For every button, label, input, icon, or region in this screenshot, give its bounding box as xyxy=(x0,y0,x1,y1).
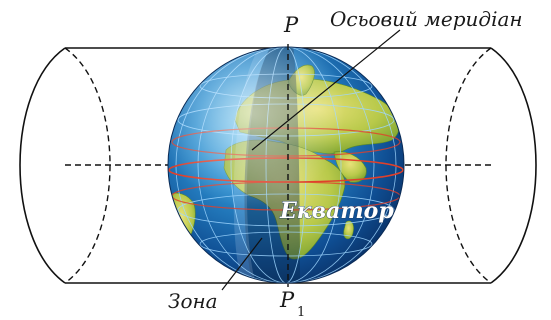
globe-highlight xyxy=(168,47,404,283)
globe-outline xyxy=(167,46,405,284)
south-pole-subscript: 1 xyxy=(297,305,305,320)
zone-leader xyxy=(221,237,263,291)
axial-meridian-leader xyxy=(251,29,401,151)
north-pole-label: P xyxy=(283,13,299,37)
cylinder-left-back-arc xyxy=(64,47,111,284)
south-pole-label: P 1 xyxy=(279,288,305,320)
cylinder-right-end xyxy=(445,47,537,284)
globe xyxy=(167,46,405,284)
cylinder-left-front-arc xyxy=(19,47,66,284)
cylinder-left-end xyxy=(19,47,111,284)
zone-label: Зона xyxy=(168,289,218,313)
equator-label: Екватор xyxy=(279,198,394,224)
cylinder-right-back-arc xyxy=(445,47,492,284)
cylinder-right-front-arc xyxy=(490,47,537,284)
axial-meridian-label: Осьовий меридіан xyxy=(330,7,523,31)
south-pole-letter: P xyxy=(279,288,295,312)
